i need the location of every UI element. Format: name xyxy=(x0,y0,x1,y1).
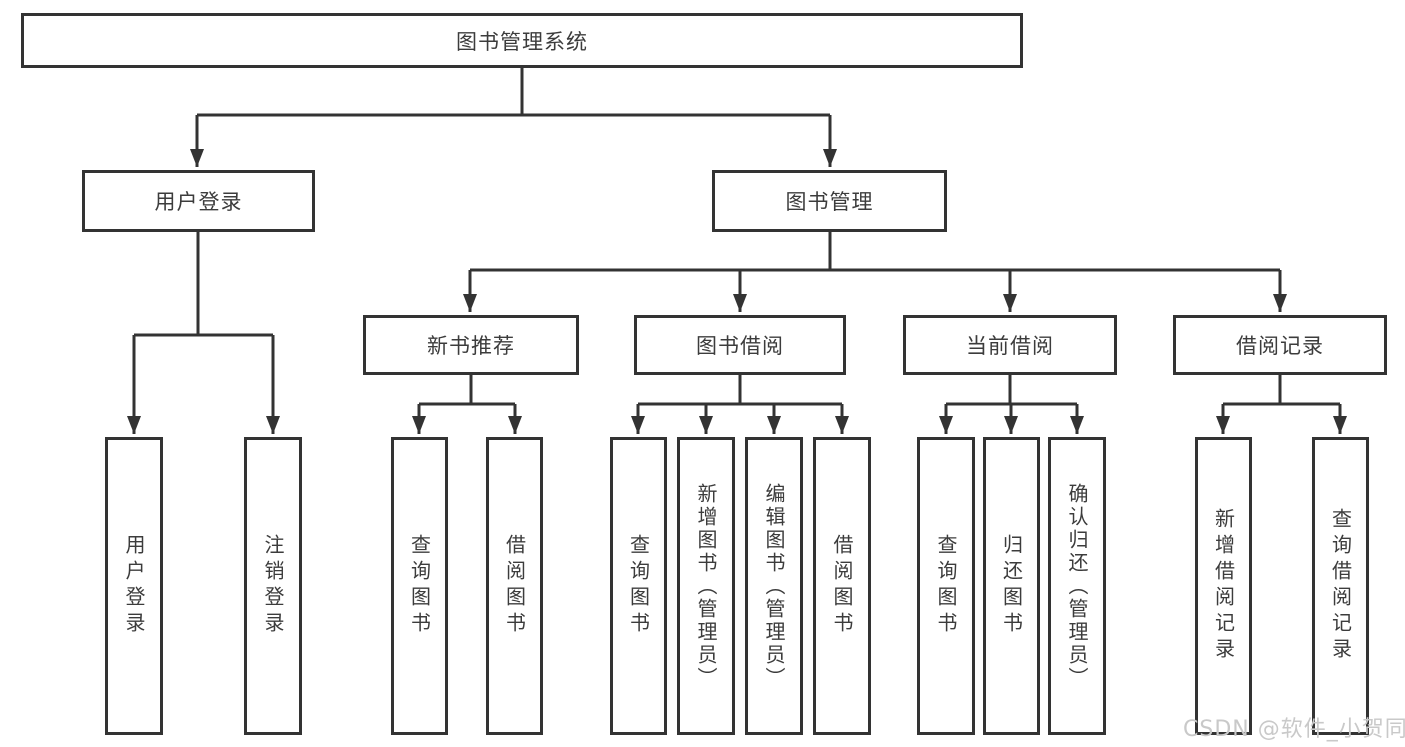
node-br-query-record: 查询借阅记录 xyxy=(1312,437,1369,735)
node-cb-query-books: 查询图书 xyxy=(917,437,975,735)
node-bb-borrow-books: 借阅图书 xyxy=(813,437,871,735)
node-bb-edit-books-admin: 编辑图书（管理员） xyxy=(745,437,803,735)
node-user-login: 用户登录 xyxy=(82,170,315,232)
node-borrow-records: 借阅记录 xyxy=(1173,315,1387,375)
node-login: 用户登录 xyxy=(105,437,163,735)
node-logout: 注销登录 xyxy=(244,437,302,735)
node-bb-query-books: 查询图书 xyxy=(610,437,667,735)
node-logout-label: 注销登录 xyxy=(261,534,285,638)
node-bb-edit-books-admin-label: 编辑图书（管理员） xyxy=(762,482,786,690)
node-br-query-record-label: 查询借阅记录 xyxy=(1328,508,1353,664)
csdn-watermark: CSDN @软件_小贺同学 xyxy=(1183,717,1405,742)
node-nb-borrow-books-label: 借阅图书 xyxy=(502,534,527,638)
node-cb-confirm-return-admin: 确认归还（管理员） xyxy=(1048,437,1106,735)
node-bb-add-books-admin: 新增图书（管理员） xyxy=(677,437,735,735)
node-cb-return-books-label: 归还图书 xyxy=(999,534,1024,638)
node-cb-query-books-label: 查询图书 xyxy=(934,534,958,638)
node-book-management: 图书管理 xyxy=(712,170,947,232)
node-nb-query-books-label: 查询图书 xyxy=(407,534,432,638)
node-bb-query-books-label: 查询图书 xyxy=(626,534,651,638)
node-root-label: 图书管理系统 xyxy=(456,29,588,54)
node-cb-confirm-return-admin-label: 确认归还（管理员） xyxy=(1065,482,1089,690)
node-current-borrow-label: 当前借阅 xyxy=(966,334,1054,358)
node-login-label: 用户登录 xyxy=(122,534,146,638)
node-cb-return-books: 归还图书 xyxy=(983,437,1040,735)
node-br-add-record-label: 新增借阅记录 xyxy=(1211,508,1236,664)
node-root: 图书管理系统 xyxy=(21,13,1023,68)
node-new-book-recommend: 新书推荐 xyxy=(363,315,579,375)
node-current-borrow: 当前借阅 xyxy=(903,315,1117,375)
node-nb-borrow-books: 借阅图书 xyxy=(486,437,543,735)
node-br-add-record: 新增借阅记录 xyxy=(1195,437,1252,735)
node-nb-query-books: 查询图书 xyxy=(391,437,448,735)
node-bb-borrow-books-label: 借阅图书 xyxy=(830,534,854,638)
node-book-borrow-label: 图书借阅 xyxy=(696,334,784,358)
node-user-login-label: 用户登录 xyxy=(154,190,243,214)
node-borrow-records-label: 借阅记录 xyxy=(1236,334,1324,358)
node-bb-add-books-admin-label: 新增图书（管理员） xyxy=(694,482,718,690)
node-book-borrow: 图书借阅 xyxy=(634,315,846,375)
node-new-book-recommend-label: 新书推荐 xyxy=(427,334,515,358)
node-book-management-label: 图书管理 xyxy=(785,190,874,214)
